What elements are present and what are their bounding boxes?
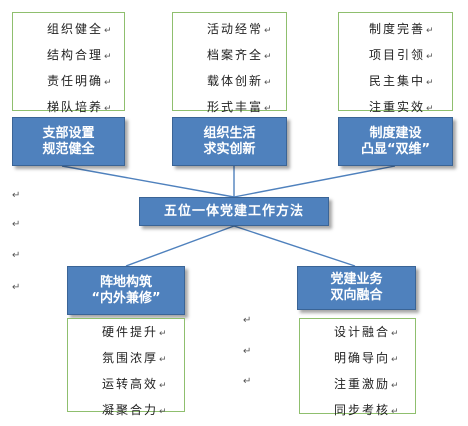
connector-bottom-left	[125, 225, 235, 267]
paragraph-mark: ↵	[243, 376, 252, 387]
box-line: 组织生活	[203, 125, 256, 141]
list-item: 凝聚合力	[102, 403, 184, 420]
box-organization-life: 组织生活 求实创新	[172, 117, 287, 166]
box-line: 双向融合	[330, 288, 383, 303]
box-party-business: 党建业务 双向融合	[297, 266, 416, 310]
list-item: 梯队培养	[47, 100, 124, 117]
box-line: “内外兼修”	[91, 290, 161, 306]
box-line: 制度建设	[369, 125, 422, 141]
center-method-box: 五位一体党建工作方法	[139, 197, 329, 226]
list-item: 组织健全	[47, 22, 124, 39]
paragraph-mark: ↵	[12, 250, 21, 261]
list-item: 设计融合	[334, 325, 415, 342]
top-list-1: 组织健全 结构合理 责任明确 梯队培养	[12, 12, 125, 114]
paragraph-mark: ↵	[12, 282, 21, 293]
list-item: 责任明确	[47, 74, 124, 91]
box-branch-setup: 支部设置 规范健全	[12, 117, 125, 166]
box-position-building: 阵地构筑 “内外兼修”	[67, 266, 185, 315]
bottom-list-1: 硬件提升 氛围浓厚 运转高效 凝聚合力	[67, 318, 185, 417]
list-item: 明确导向	[334, 351, 415, 368]
paragraph-mark: ↵	[12, 190, 21, 201]
list-item: 氛围浓厚	[102, 351, 184, 368]
list-item: 硬件提升	[102, 325, 184, 342]
connector-left	[61, 165, 235, 198]
paragraph-mark: ↵	[243, 346, 252, 357]
bottom-list-2: 设计融合 明确导向 注重激励 同步考核	[299, 318, 416, 417]
list-item: 载体创新	[207, 74, 286, 91]
list-item: 注重实效	[369, 100, 452, 117]
connector-bottom-right	[233, 225, 356, 267]
top-list-2: 活动经常 档案齐全 载体创新 形式丰富	[172, 12, 287, 114]
list-item: 结构合理	[47, 48, 124, 65]
list-item: 注重激励	[334, 377, 415, 394]
box-line: 支部设置	[42, 125, 95, 141]
box-line: 求实创新	[203, 141, 256, 157]
paragraph-mark: ↵	[243, 315, 252, 326]
box-line: 凸显“双维”	[360, 141, 431, 157]
box-line: 党建业务	[330, 272, 383, 287]
box-line: 阵地构筑	[99, 274, 152, 290]
box-system-building: 制度建设 凸显“双维”	[338, 117, 453, 166]
connector-right	[233, 165, 396, 198]
list-item: 项目引领	[369, 48, 452, 65]
list-item: 同步考核	[334, 403, 415, 420]
list-item: 活动经常	[207, 22, 286, 39]
list-item: 形式丰富	[207, 100, 286, 117]
box-line: 规范健全	[42, 141, 95, 157]
list-item: 民主集中	[369, 74, 452, 91]
top-list-3: 制度完善 项目引领 民主集中 注重实效	[338, 12, 453, 114]
list-item: 制度完善	[369, 22, 452, 39]
list-item: 运转高效	[102, 377, 184, 394]
paragraph-mark: ↵	[12, 219, 21, 230]
list-item: 档案齐全	[207, 48, 286, 65]
